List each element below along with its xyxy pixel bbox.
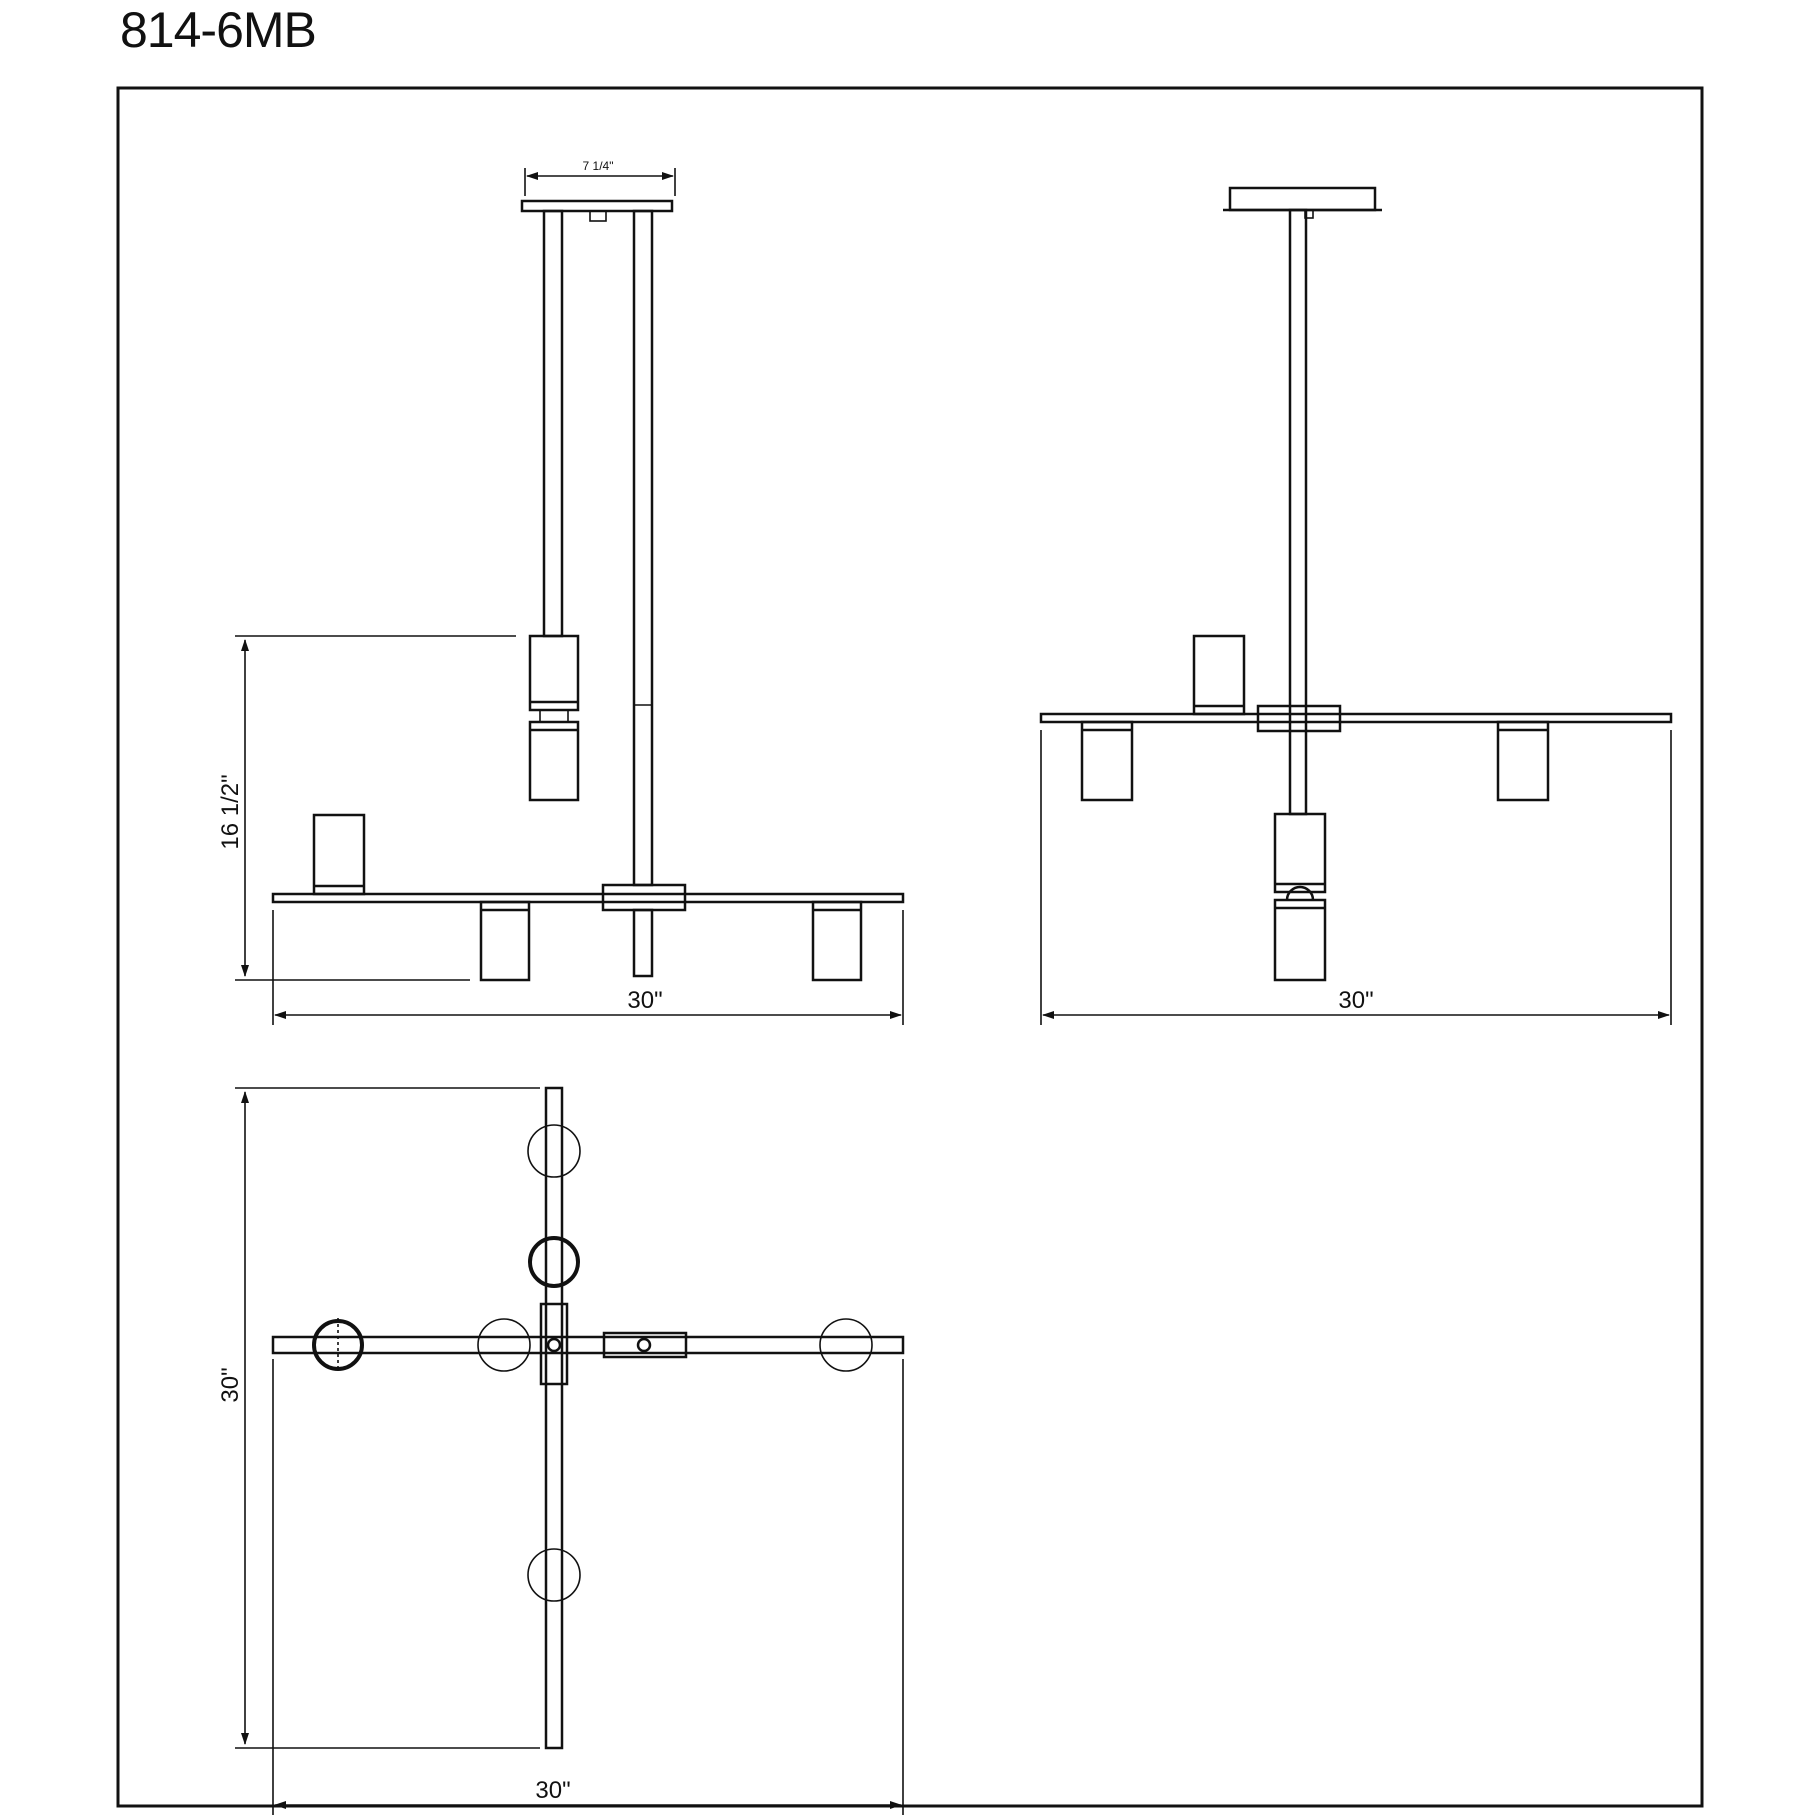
side-view (1039, 186, 1673, 982)
front-width-label: 30" (627, 987, 662, 1014)
side-width-label: 30" (1338, 987, 1373, 1014)
side-dimensions: 30" (1040, 730, 1672, 1025)
front-dimensions: 7 1/4" 16 1/2" 30" (217, 159, 904, 1025)
canopy-width-label: 7 1/4" (583, 159, 614, 173)
model-number-title: 814-6MB (120, 2, 317, 58)
top-view (271, 1086, 905, 1750)
drawing-frame (116, 86, 1704, 1808)
top-width-label: 30" (535, 1777, 570, 1804)
top-dimensions: 30" 30" (217, 1087, 904, 1815)
height-label: 16 1/2" (217, 774, 244, 849)
top-depth-label: 30" (217, 1367, 244, 1402)
front-view (271, 199, 905, 982)
